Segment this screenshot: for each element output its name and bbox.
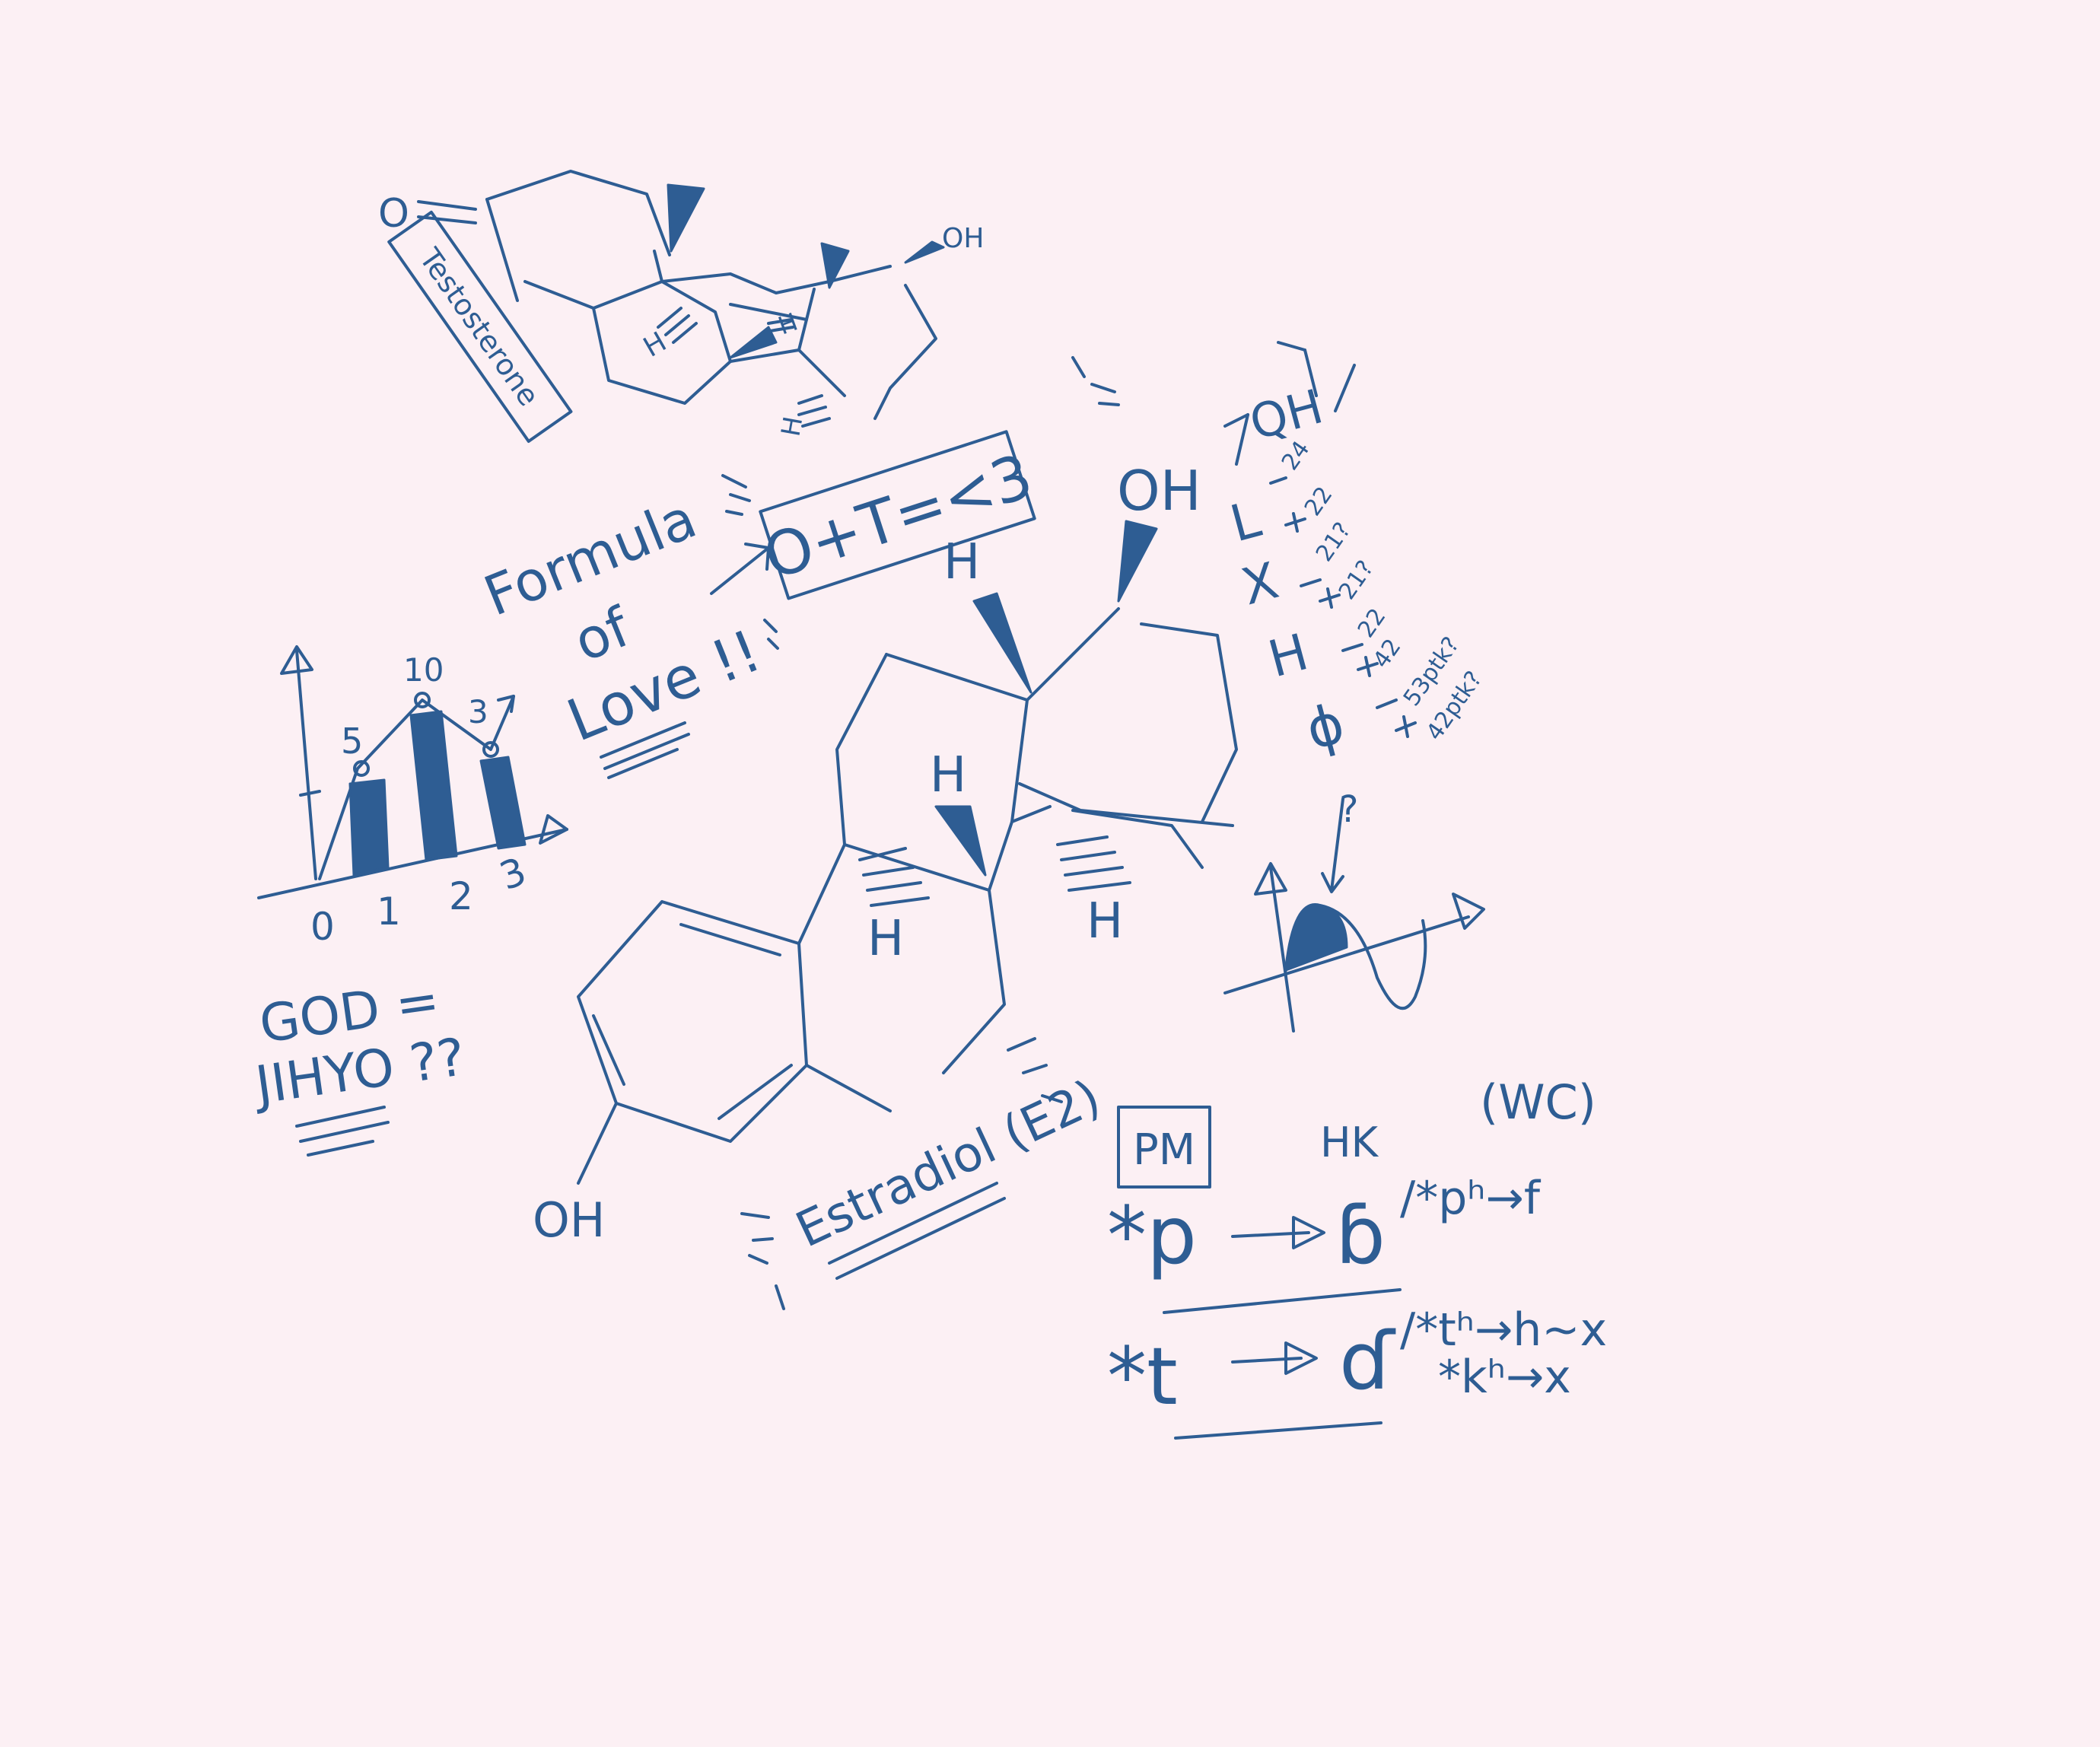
- testosterone-h-lower-left: H: [638, 326, 672, 364]
- estradiol-oh-bottom: OH: [533, 1192, 605, 1248]
- formula-emphasis-ticks: [721, 356, 1120, 650]
- estradiol-bonds: [577, 607, 1238, 1185]
- row1-right: /*pʰ→f: [1400, 1172, 1542, 1225]
- qh-header: QH: [1244, 378, 1328, 450]
- row2-arrow: [1231, 1341, 1318, 1375]
- estradiol-oh-top: OH: [1117, 459, 1201, 523]
- testosterone-wedge-1: [667, 183, 705, 253]
- qh-arrow: [1321, 797, 1344, 893]
- pm-box: [1117, 1106, 1211, 1189]
- row1-mid: ɓ: [1335, 1189, 1386, 1282]
- god-note: GOD = JIHYO ??: [249, 971, 469, 1157]
- testosterone-label: Testosterone: [412, 242, 546, 412]
- graph-x-3: 3: [494, 849, 532, 899]
- graph-label-c: 3: [468, 693, 488, 730]
- row2-right-b: *kʰ→x: [1438, 1351, 1571, 1404]
- qh-signs: [1269, 476, 1417, 738]
- testosterone-bonds: [417, 170, 937, 420]
- testosterone-wedge-4: [729, 326, 778, 359]
- graph-bar-1: [348, 778, 390, 877]
- estradiol-h-mid: H: [930, 747, 966, 803]
- testosterone-oxygen-label: O: [378, 191, 409, 237]
- estradiol-h-left: H: [867, 911, 904, 967]
- row2-mid: ɗ: [1339, 1315, 1396, 1408]
- bar-graph: 5 10 3 0 1 2 3: [257, 645, 568, 949]
- graph-x-2: 2: [449, 874, 473, 918]
- estradiol-wedge-h-top: [972, 592, 1032, 694]
- hk-label: HK: [1320, 1119, 1379, 1166]
- svg-text:21?: 21?: [1311, 517, 1357, 566]
- testosterone-wedge-3: [904, 240, 945, 264]
- graph-x-1: 1: [377, 889, 401, 934]
- estradiol-h-right: H: [1087, 893, 1123, 950]
- estradiol-wedge-h-mid: [934, 805, 987, 877]
- sine-shaded-area: [1284, 903, 1348, 972]
- qh-row-H: H 22 42: [1262, 603, 1406, 689]
- pm-label: PM: [1133, 1125, 1195, 1175]
- graph-bars: [348, 710, 527, 877]
- graph-label-b: 10: [403, 651, 444, 689]
- graph-bar-3: [479, 756, 527, 850]
- row1-arrow: [1231, 1216, 1325, 1249]
- testosterone-hash-bonds: [657, 307, 831, 428]
- estradiol-hash-bonds: [858, 835, 1131, 907]
- qh-box: [1223, 341, 1356, 466]
- wc-label: (WC): [1480, 1074, 1596, 1130]
- qh-table: QH L 24 22 X 21? 21? H 22 42 ϕ 53ptk? 42…: [1223, 341, 1488, 893]
- estradiol-h-top: H: [943, 534, 980, 590]
- svg-text:X: X: [1236, 551, 1284, 616]
- row2-underline: [1174, 1421, 1382, 1440]
- testosterone-label-box: Testosterone: [387, 210, 573, 443]
- testosterone-h-bottom: H: [775, 414, 809, 438]
- graph-x-0: 0: [310, 905, 335, 949]
- graph-axes: [257, 645, 568, 899]
- formula-equation-box: O+T=<3: [756, 430, 1041, 600]
- graph-label-a: 5: [341, 721, 363, 762]
- formula-underline: [600, 721, 690, 779]
- testosterone-h-mid: H: [775, 307, 802, 341]
- testosterone-wedge-2: [820, 242, 850, 289]
- row2-left: *t: [1107, 1330, 1178, 1423]
- svg-text:ϕ: ϕ: [1300, 691, 1351, 762]
- formula-arrow: [710, 543, 770, 595]
- row2-right-a: /*tʰ→h~x: [1400, 1303, 1607, 1357]
- svg-text:H: H: [1262, 622, 1314, 689]
- estradiol-structure: OH H H H H OH Estradiol (E2): [533, 459, 1238, 1310]
- estradiol-label: Estradiol (E2): [788, 1069, 1109, 1259]
- svg-text:21?: 21?: [1334, 555, 1379, 604]
- god-note-underline: [295, 1106, 390, 1157]
- testosterone-oh-label: OH: [942, 223, 984, 254]
- sine-graph: [1223, 862, 1485, 1033]
- sine-axes: [1223, 862, 1485, 1033]
- estradiol-label-underline: [828, 1182, 1006, 1280]
- testosterone-structure: O OH H H H Testosterone: [378, 170, 984, 443]
- row-divider: [1163, 1288, 1402, 1314]
- svg-text:22: 22: [1300, 482, 1338, 520]
- formula-equation: O+T=<3: [756, 441, 1041, 593]
- formula-title-line2: of: [565, 594, 639, 673]
- svg-text:L: L: [1224, 490, 1267, 554]
- sound-change-notes: PM HK (WC) *p ɓ /*pʰ→f *t ɗ /*tʰ→h~x *kʰ…: [1107, 1074, 1607, 1440]
- graph-bar-2: [409, 710, 458, 861]
- row1-left: *p: [1107, 1189, 1197, 1282]
- estradiol-wedge-oh: [1117, 520, 1158, 603]
- estradiol-emphasis-ticks: [740, 1037, 1063, 1310]
